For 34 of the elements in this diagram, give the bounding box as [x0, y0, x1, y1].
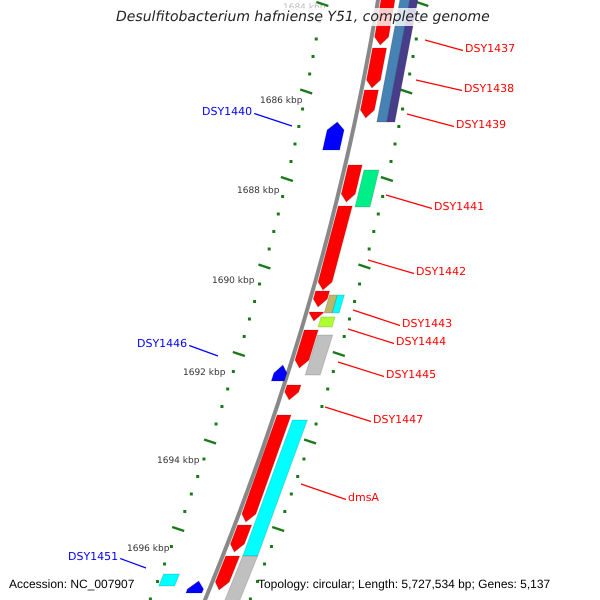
scale-label: 1690 kbp	[212, 276, 254, 287]
scale-label: 1696 kbp	[127, 544, 170, 555]
gene-label: DSY1451	[68, 550, 118, 563]
gene-label: dmsA	[348, 491, 379, 504]
leader-line	[348, 328, 394, 344]
leader-line	[368, 259, 414, 274]
gene-label: DSY1439	[456, 118, 506, 131]
leader-line	[189, 344, 218, 357]
gene-label: DSY1447	[373, 413, 424, 426]
accession-text: Accession: NC_007907	[9, 577, 134, 591]
leader-line	[424, 39, 464, 52]
genome-info-text: Topology: circular; Length: 5,727,534 bp; Genes: 5,137	[258, 577, 550, 591]
scale-label: 1694 kbp	[157, 456, 200, 467]
leader-line	[300, 483, 346, 500]
gene-label: DSY1437	[465, 42, 516, 55]
gene-label: DSY1445	[386, 368, 436, 381]
leader-line	[254, 112, 292, 127]
gene-label: DSY1438	[464, 82, 514, 95]
gene-label: DSY1443	[402, 317, 452, 330]
leader-line	[338, 361, 384, 378]
scale-label: 1688 kbp	[237, 186, 280, 197]
leader-line	[406, 113, 454, 128]
leader-line	[352, 309, 400, 326]
leader-line	[120, 558, 146, 569]
gene-label: DSY1446	[137, 337, 188, 350]
scale-label: 1686 kbp	[260, 96, 302, 107]
leader-line	[324, 406, 372, 422]
gene-label: DSY1441	[434, 200, 484, 213]
gene-label: DSY1440	[202, 105, 252, 118]
leader-line	[386, 194, 432, 210]
gene-label: DSY1442	[416, 265, 466, 278]
gene-label: DSY1444	[396, 335, 446, 348]
leader-line	[416, 79, 462, 92]
scale-label: 1692 kbp	[183, 368, 226, 379]
